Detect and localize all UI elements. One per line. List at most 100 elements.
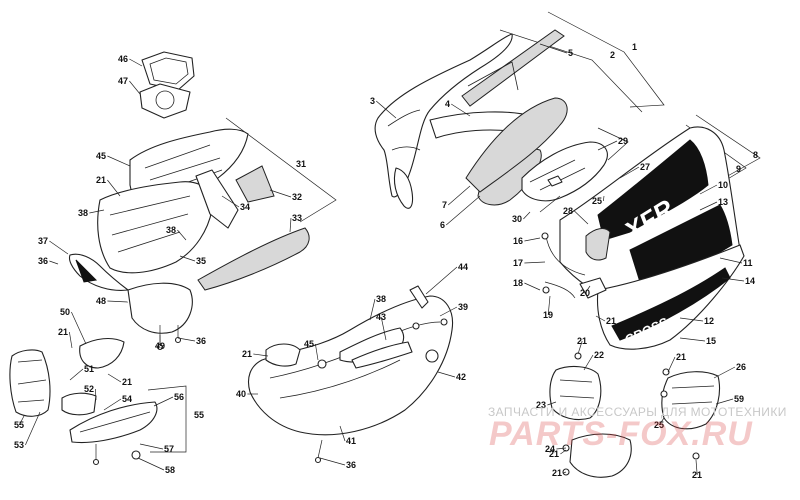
- callout-leader: [679, 337, 706, 342]
- clip-45: [265, 343, 301, 367]
- callout-21: 21: [96, 175, 121, 197]
- callout-leader: [597, 140, 618, 151]
- callout-number: 57: [164, 444, 174, 454]
- callout-leader: [715, 398, 734, 405]
- callout-number: 46: [118, 54, 128, 64]
- callout-leader: [103, 398, 122, 411]
- callout-number: 4: [445, 99, 450, 109]
- callout-11: 11: [719, 257, 753, 268]
- callout-number: 49: [155, 341, 165, 351]
- callout-leader: [18, 415, 25, 426]
- callout-leader: [369, 298, 376, 321]
- callout-leader: [69, 331, 73, 349]
- callout-40: 40: [236, 389, 258, 399]
- callout-59: 59: [715, 394, 744, 405]
- callout-5: 5: [539, 43, 573, 58]
- callout-number: 38: [376, 294, 386, 304]
- callout-leader: [71, 311, 87, 345]
- watermark-caption: ЗАПЧАСТИ И АКСЕССУАРЫ ДЛЯ МОТОТЕХНИКИ: [488, 405, 787, 419]
- callout-number: 21: [242, 349, 252, 359]
- bracket-24: [569, 433, 632, 478]
- callout-number: 54: [122, 394, 132, 404]
- callout-26: 26: [713, 362, 746, 379]
- callout-number: 45: [304, 339, 314, 349]
- callout-19: 19: [543, 295, 553, 320]
- callout-leader: [137, 457, 165, 471]
- callout-12: 12: [679, 316, 714, 326]
- callout-leader: [584, 285, 591, 294]
- trim-stripe-15: [611, 267, 731, 341]
- callout-21: 21: [549, 449, 567, 459]
- callout-38: 38: [166, 225, 187, 241]
- mesh-grill: [585, 228, 611, 261]
- callout-leader: [380, 316, 387, 341]
- callout-number: 55: [14, 420, 24, 430]
- callout-leader: [179, 255, 196, 262]
- callout-number: 40: [236, 389, 246, 399]
- bracket-44: [409, 285, 429, 309]
- callout-leader: [319, 457, 346, 466]
- callout-number: 52: [84, 384, 94, 394]
- pad-52: [61, 392, 97, 416]
- callout-number: 3: [370, 96, 375, 106]
- callout-number: 29: [618, 136, 628, 146]
- callout-51: 51: [69, 364, 94, 381]
- callout-number: 31: [296, 159, 306, 169]
- callout-number: 25: [654, 420, 664, 430]
- callout-leader: [574, 210, 589, 225]
- callout-21: 21: [577, 336, 587, 355]
- callout-55: 55: [194, 410, 204, 420]
- callout-28: 28: [563, 206, 589, 225]
- callout-number: 26: [736, 362, 746, 372]
- callout-2: 2: [610, 50, 615, 60]
- callout-38: 38: [369, 294, 386, 321]
- callout-leader: [221, 195, 240, 208]
- callout-leader: [679, 317, 704, 322]
- callout-22: 22: [583, 350, 604, 371]
- left-lower-parts: [9, 337, 158, 466]
- callout-number: 6: [440, 220, 445, 230]
- bracket-26: [661, 371, 721, 430]
- callout-7: 7: [442, 185, 471, 210]
- callout-number: 36: [346, 460, 356, 470]
- callout-54: 54: [103, 394, 132, 411]
- callout-4: 4: [445, 99, 471, 117]
- callout-leader: [89, 209, 105, 214]
- callout-24: 24: [545, 444, 567, 454]
- callout-8: 8: [753, 150, 758, 160]
- callout-leader: [556, 447, 567, 450]
- callout-leader: [699, 184, 718, 195]
- callout-leader: [425, 266, 458, 295]
- bracket-50: [79, 337, 125, 369]
- callout-16: 16: [513, 236, 541, 246]
- callout-49: 49: [155, 334, 165, 351]
- callout-leader: [560, 449, 567, 455]
- callout-34: 34: [221, 195, 250, 212]
- callout-29: 29: [597, 136, 628, 151]
- callout-number: 2: [610, 50, 615, 60]
- callout-leader: [719, 257, 743, 264]
- callout-number: 59: [734, 394, 744, 404]
- callout-number: 37: [38, 236, 48, 246]
- callout-number: 58: [165, 465, 175, 475]
- callout-number: 42: [456, 372, 466, 382]
- callout-45: 45: [96, 151, 131, 167]
- callout-number: 21: [549, 449, 559, 459]
- callout-leader: [69, 368, 84, 381]
- callout-number: 13: [718, 197, 728, 207]
- callout-number: 21: [606, 316, 616, 326]
- callout-leader: [524, 237, 541, 242]
- callout-leader: [49, 240, 69, 255]
- callout-38: 38: [78, 208, 105, 218]
- callout-leader: [619, 166, 640, 179]
- gasket-47: [139, 83, 191, 119]
- callout-leader: [603, 195, 605, 202]
- callout-number: 9: [736, 164, 741, 174]
- callout-leader: [253, 353, 269, 357]
- callout-number: 18: [513, 278, 523, 288]
- callout-41: 41: [339, 425, 356, 446]
- callout-leader: [439, 306, 458, 317]
- callout-23: 23: [536, 400, 557, 410]
- callout-leader: [107, 373, 122, 383]
- callout-37: 37: [38, 236, 69, 255]
